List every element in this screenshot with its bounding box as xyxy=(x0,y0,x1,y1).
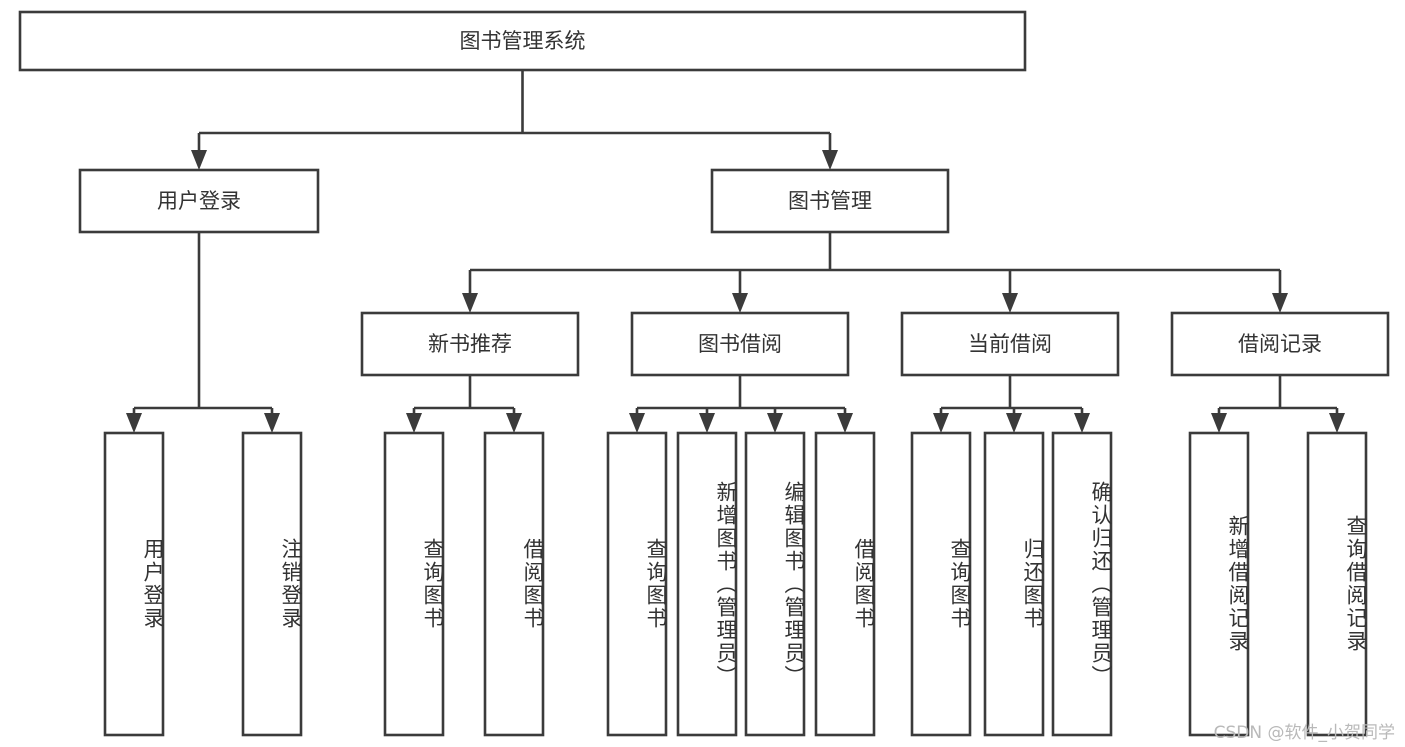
node-label-new-book-recommend: 新书推荐 xyxy=(428,332,512,356)
arrow-head-icon-leaf-add-borrow-record xyxy=(1211,413,1227,433)
node-box-leaf-confirm-return-admin[interactable] xyxy=(1051,431,1113,737)
node-box-leaf-borrow-book[interactable] xyxy=(814,431,876,737)
arrow-head-icon-leaf-borrow-book-recommend xyxy=(506,413,522,433)
node-box-root[interactable] xyxy=(18,10,1027,72)
node-label-current-borrow: 当前借阅 xyxy=(968,332,1052,356)
arrow-head-icon-user-login xyxy=(191,150,207,170)
node-box-leaf-user-login[interactable] xyxy=(103,431,165,737)
arrow-head-icon-leaf-query-book-current xyxy=(933,413,949,433)
boxes-layer xyxy=(18,10,1390,737)
node-box-leaf-add-borrow-record[interactable] xyxy=(1188,431,1250,737)
arrow-head-icon-leaf-query-book-borrow xyxy=(629,413,645,433)
node-box-leaf-borrow-book-recommend[interactable] xyxy=(483,431,545,737)
arrow-head-icon-new-book-recommend xyxy=(462,293,478,313)
arrow-head-icon-leaf-query-book-recommend xyxy=(406,413,422,433)
arrow-head-icon-leaf-return-book xyxy=(1006,413,1022,433)
arrow-head-icon-leaf-user-login xyxy=(126,413,142,433)
node-box-leaf-query-borrow-record[interactable] xyxy=(1306,431,1368,737)
node-box-leaf-user-logout[interactable] xyxy=(241,431,303,737)
node-box-leaf-edit-book-admin[interactable] xyxy=(744,431,806,737)
connectors-layer xyxy=(126,70,1345,433)
node-box-book-borrow[interactable] xyxy=(630,311,850,377)
arrow-head-icon-current-borrow xyxy=(1002,293,1018,313)
arrow-head-icon-leaf-user-logout xyxy=(264,413,280,433)
node-label-book-management: 图书管理 xyxy=(788,189,872,213)
arrow-head-icon-leaf-confirm-return-admin xyxy=(1074,413,1090,433)
arrow-head-icon-book-borrow xyxy=(732,293,748,313)
node-box-leaf-add-book-admin[interactable] xyxy=(676,431,738,737)
watermark: CSDN @软件_小贺同学 xyxy=(1213,723,1395,743)
node-box-current-borrow[interactable] xyxy=(900,311,1120,377)
node-label-root: 图书管理系统 xyxy=(460,29,586,53)
node-label-borrow-record: 借阅记录 xyxy=(1238,332,1322,356)
arrow-head-icon-leaf-add-book-admin xyxy=(699,413,715,433)
arrow-head-icon-book-management xyxy=(822,150,838,170)
node-box-user-login[interactable] xyxy=(78,168,320,234)
node-box-leaf-query-book-current[interactable] xyxy=(910,431,972,737)
node-box-book-management[interactable] xyxy=(710,168,950,234)
node-box-leaf-query-book-recommend[interactable] xyxy=(383,431,445,737)
arrow-head-icon-leaf-edit-book-admin xyxy=(767,413,783,433)
node-box-new-book-recommend[interactable] xyxy=(360,311,580,377)
node-box-leaf-return-book[interactable] xyxy=(983,431,1045,737)
node-box-borrow-record[interactable] xyxy=(1170,311,1390,377)
arrow-head-icon-borrow-record xyxy=(1272,293,1288,313)
arrow-head-icon-leaf-query-borrow-record xyxy=(1329,413,1345,433)
node-label-user-login: 用户登录 xyxy=(157,189,241,213)
node-label-book-borrow: 图书借阅 xyxy=(698,332,782,356)
arrow-head-icon-leaf-borrow-book xyxy=(837,413,853,433)
node-box-leaf-query-book-borrow[interactable] xyxy=(606,431,668,737)
